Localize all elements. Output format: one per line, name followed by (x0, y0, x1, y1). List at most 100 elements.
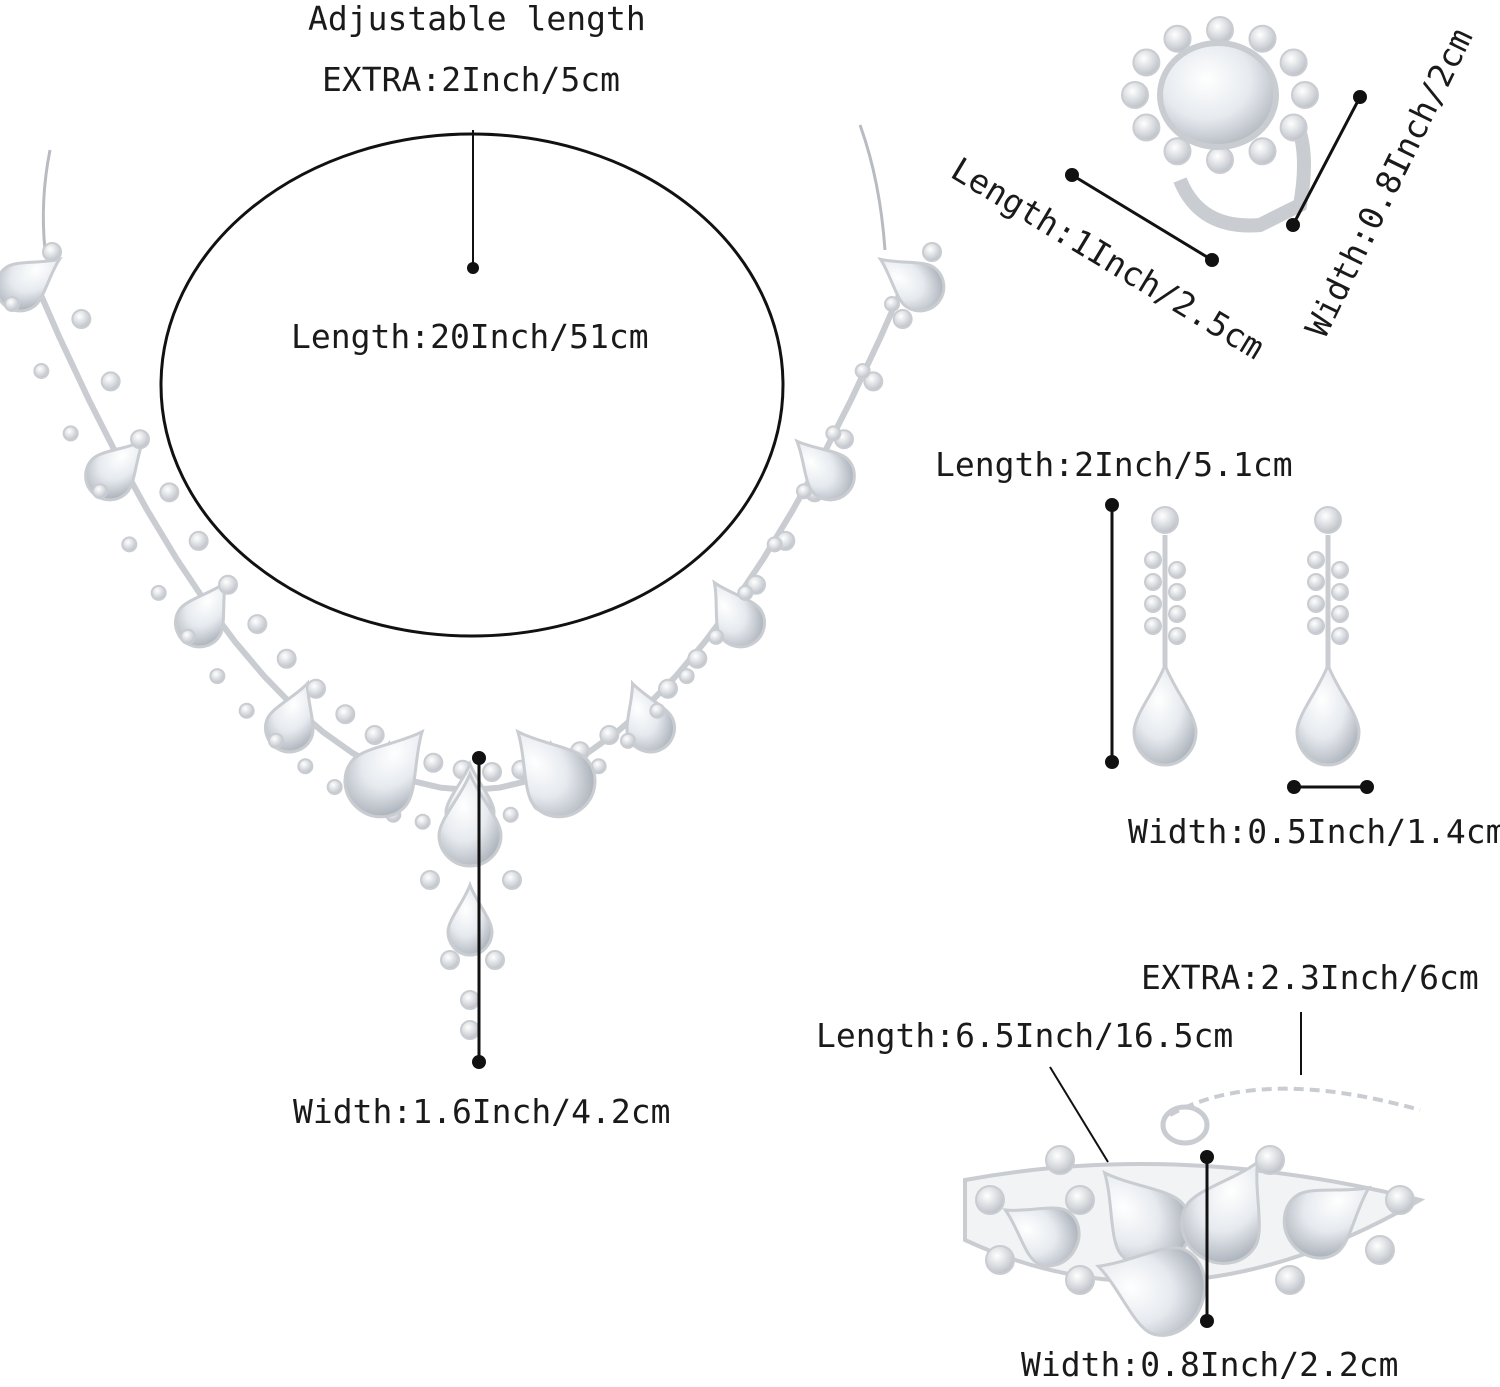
crystal-stone (420, 870, 440, 890)
crystal-stone (1307, 617, 1325, 635)
earring-length-dot-top (1105, 498, 1119, 512)
crystal-stone (922, 242, 942, 262)
necklace-length-label: Length:20Inch/51cm (291, 317, 649, 356)
bracelet (963, 1086, 1426, 1337)
crystal-stone (485, 950, 505, 970)
crystal-stone (854, 363, 871, 380)
crystal-stone (460, 990, 480, 1010)
crystal-stone (460, 1020, 480, 1040)
crystal-stone (620, 732, 636, 749)
crystal-stone (1168, 561, 1186, 579)
crystal-stone (268, 732, 284, 749)
crystal-stone (1132, 48, 1161, 77)
crystal-stone (1065, 1265, 1095, 1295)
earring-width-label: Width:0.5Inch/1.4cm (1128, 812, 1500, 851)
crystal-stone (1065, 1185, 1095, 1215)
crystal-stone (1365, 1235, 1395, 1265)
teardrop-crystal (515, 728, 597, 819)
crystal-stone (985, 1245, 1015, 1275)
ring-width-line (1291, 96, 1362, 226)
crystal-stone (1331, 627, 1349, 645)
crystal-stone (737, 584, 754, 601)
bracelet-extra-label: EXTRA:2.3Inch/6cm (1141, 958, 1479, 997)
crystal-stone (423, 752, 444, 773)
crystal-stone (218, 574, 238, 595)
ring (1121, 16, 1319, 233)
teardrop-crystal (1295, 660, 1361, 767)
crystal-stone (364, 725, 385, 746)
teardrop-crystal (343, 728, 425, 819)
crystal-stone (658, 678, 678, 699)
crystal-stone (599, 725, 620, 746)
crystal-stone (180, 628, 196, 645)
crystal-stone (62, 425, 79, 442)
necklace-width-dot-top (472, 751, 486, 765)
ring-length-line (1071, 173, 1213, 262)
crystal-stone (1144, 551, 1162, 569)
crystal-stone (649, 702, 666, 719)
crystal-stone (884, 296, 900, 312)
crystal-stone (687, 648, 708, 669)
bracelet-width-dot-bottom (1200, 1314, 1214, 1328)
crystal-stone (1168, 605, 1186, 623)
earrings (1132, 506, 1361, 767)
crystal-stone (482, 762, 502, 782)
teardrop-crystal (437, 770, 503, 868)
crystal-stone (326, 779, 343, 796)
crystal-stone (975, 1185, 1005, 1215)
earring-length-dot-bottom (1105, 755, 1119, 769)
crystal-stone (33, 363, 50, 380)
crystal-stone (100, 371, 121, 392)
bracelet-length-indicator (1049, 1066, 1109, 1163)
crystal-stone (1279, 48, 1308, 77)
teardrop-crystal (1002, 1206, 1081, 1268)
crystal-stone (502, 870, 522, 890)
earring-width-dot-right (1360, 780, 1374, 794)
crystal-stone (1255, 1145, 1285, 1175)
crystal-stone (1144, 595, 1162, 613)
crystal-stone (247, 614, 268, 635)
crystal-stone (708, 628, 724, 645)
ring-center-stone (1157, 40, 1279, 150)
crystal-stone (1248, 137, 1277, 166)
earring-width-dot-left (1287, 780, 1301, 794)
crystal-stone (766, 536, 783, 553)
crystal-stone (276, 648, 297, 669)
crystal-stone (414, 813, 431, 830)
bracelet-length-label: Length:6.5Inch/16.5cm (816, 1016, 1234, 1055)
crystal-stone (1291, 81, 1319, 109)
crystal-stone (297, 758, 314, 775)
crystal-stone (1331, 561, 1349, 579)
teardrop-crystal (1132, 660, 1198, 767)
crystal-stone (1163, 24, 1192, 53)
teardrop-crystal (1095, 1246, 1207, 1337)
earring-length-label: Length:2Inch/5.1cm (935, 445, 1293, 484)
ring-width-dot-end (1286, 218, 1300, 232)
crystal-stone (1168, 627, 1186, 645)
teardrop-crystal (1180, 1159, 1261, 1265)
crystal-stone (335, 704, 356, 725)
bracelet-width-label: Width:0.8Inch/2.2cm (1021, 1345, 1399, 1384)
crystal-stone (863, 371, 884, 392)
necklace-chain (41, 124, 887, 251)
ring-length-dot-start (1065, 168, 1079, 182)
crystal-stone (1144, 617, 1162, 635)
crystal-stone (825, 425, 842, 442)
necklace-width-dot-bottom (472, 1055, 486, 1069)
crystal-stone (1206, 16, 1234, 44)
crystal-stone (1132, 113, 1161, 142)
bracelet-width-dot-top (1200, 1150, 1214, 1164)
crystal-stone (1144, 573, 1162, 591)
crystal-stone (4, 296, 20, 312)
necklace-width-label: Width:1.6Inch/4.2cm (293, 1092, 671, 1131)
crystal-stone (159, 482, 180, 503)
necklace (0, 242, 946, 1040)
teardrop-crystal (1282, 1185, 1372, 1260)
crystal-stone (188, 530, 209, 551)
teardrop-crystal (877, 257, 946, 313)
crystal-stone (1385, 1185, 1415, 1215)
crystal-stone (1279, 113, 1308, 142)
ring-length-dot-end (1205, 253, 1219, 267)
necklace-extra-dot (467, 262, 479, 274)
